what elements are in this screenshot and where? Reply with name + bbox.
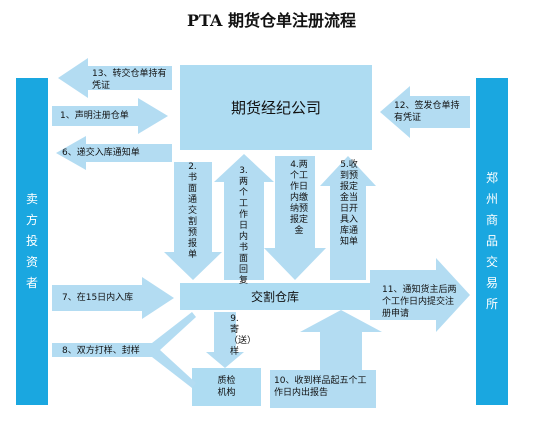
zhengzhou-exchange-bar: 郑州商品交易所 (476, 78, 508, 405)
step-7-label: 7、在15日内入库 (62, 293, 134, 303)
arrow-step-10 (270, 370, 376, 408)
inspection-label: 质检 机构 (217, 376, 236, 398)
step-2-label: 2.书面通交割预报单 (187, 162, 197, 260)
arrow-step-10-head (300, 310, 382, 370)
seller-investor-bar: 卖方投资者 (16, 78, 48, 405)
step-3-label: 3.两个工作日内书面回复 (238, 166, 248, 286)
step-5-label: 5.收到预报定金当日开具入库通知单 (339, 160, 358, 247)
step-11-label: 11、通知货主后两个工作日内提交注册申请 (382, 285, 457, 319)
page-title: PTA 期货仓单注册流程 (186, 11, 357, 30)
arrow-step-7 (52, 277, 174, 319)
delivery-warehouse-box: 交割仓库 (180, 283, 370, 310)
arrow-step-12 (380, 86, 470, 138)
arrow-step-2 (164, 162, 222, 280)
arrow-step-13 (58, 58, 172, 98)
arrow-step-6 (56, 136, 172, 170)
step-8-label: 8、双方打样、封样 (62, 346, 140, 356)
seller-investor-label: 卖方投资者 (25, 192, 38, 290)
arrow-step-1 (52, 98, 168, 134)
arrow-step-9 (206, 312, 244, 368)
arrow-step-8 (52, 312, 196, 388)
step-6-label: 6、递交入库通知单 (62, 148, 140, 158)
step-4-label: 4.两个工作日内缴纳预报定金 (289, 160, 308, 236)
step-10-label: 10、收到样品起五个工作日内出报告 (274, 376, 367, 398)
step-9-label: 9.寄（送）样 (229, 314, 257, 357)
exchange-label: 郑州商品交易所 (485, 171, 498, 311)
inspection-agency-box: 质检 机构 (192, 368, 261, 406)
step-1-label: 1、声明注册仓单 (60, 111, 129, 121)
arrow-step-11 (370, 258, 470, 332)
arrow-step-4 (264, 156, 326, 280)
warehouse-label: 交割仓库 (250, 290, 299, 304)
arrow-step-3 (214, 154, 274, 280)
futures-broker-box: 期货经纪公司 (180, 65, 372, 150)
step-12-label: 12、签发仓单持有凭证 (394, 101, 460, 123)
step-13-label: 13、转交仓单持有凭证 (92, 69, 167, 91)
arrow-step-5 (320, 156, 376, 280)
broker-label: 期货经纪公司 (230, 99, 321, 117)
